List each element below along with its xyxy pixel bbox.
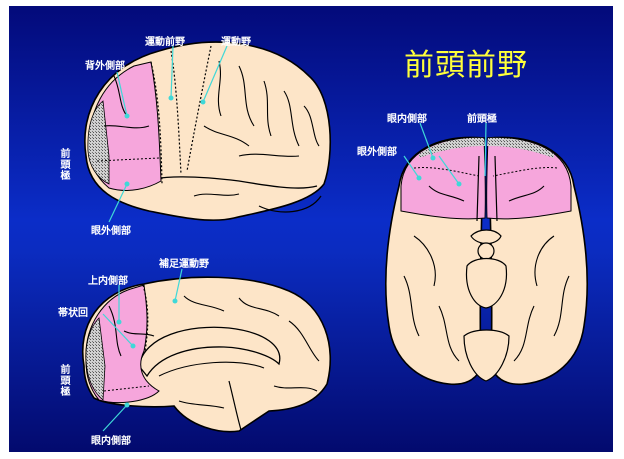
label-lateral-pole: 前頭極	[56, 148, 71, 181]
label-ventral-orbitomedial: 眼内側部	[387, 110, 427, 125]
medial-brain	[83, 277, 331, 431]
label-lateral-orbitolateral: 眼外側部	[91, 222, 131, 237]
slide-background: 前頭前野 背外側部 運動前野 運動野 前頭極 眼外側部 補足運動野 上内側部 帯…	[9, 6, 613, 452]
label-medial-pole: 前頭極	[56, 364, 71, 397]
label-ventral-pole: 前頭極	[467, 110, 497, 125]
label-dorsolateral: 背外側部	[85, 57, 125, 72]
label-medial-orbitomedial: 眼内側部	[91, 432, 131, 447]
label-superior-medial: 上内側部	[88, 272, 128, 287]
slide-title: 前頭前野	[404, 40, 528, 84]
label-motor: 運動野	[221, 33, 251, 48]
label-cingulate: 帯状回	[58, 304, 88, 319]
label-supplementary-motor: 補足運動野	[159, 255, 209, 270]
label-premotor: 運動前野	[145, 33, 185, 48]
label-ventral-orbitolateral: 眼外側部	[357, 143, 397, 158]
